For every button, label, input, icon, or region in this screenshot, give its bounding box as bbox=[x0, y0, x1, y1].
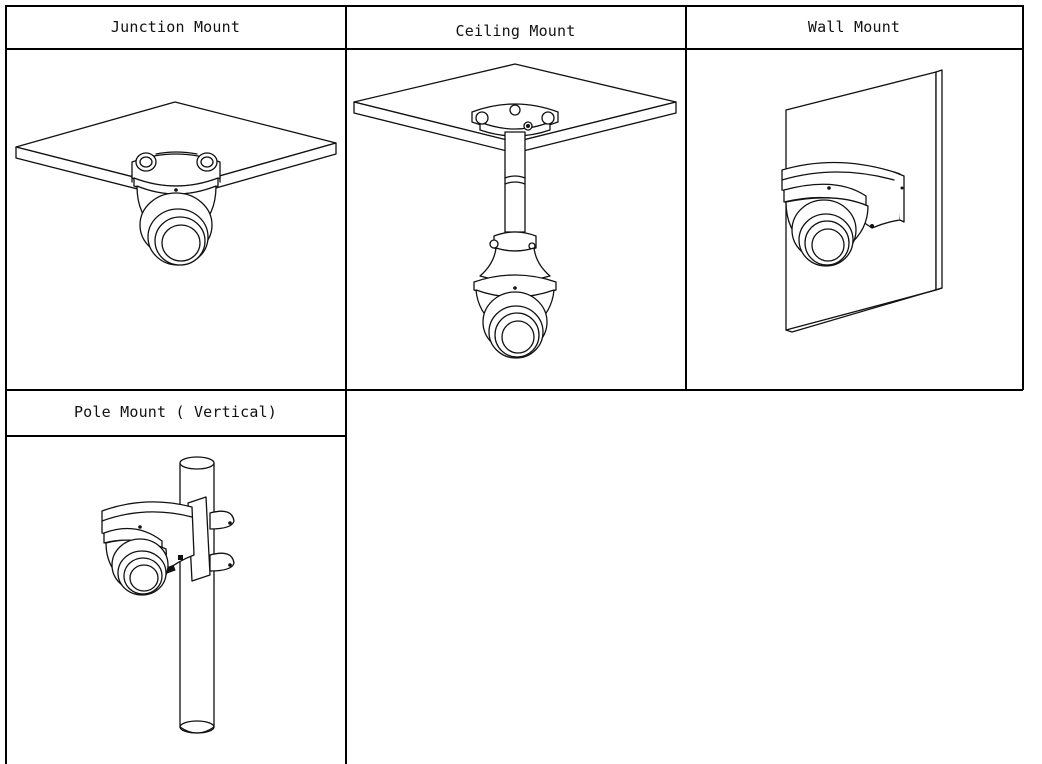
table-border-top bbox=[5, 5, 1023, 7]
table-col-divider-1 bbox=[345, 5, 347, 764]
table-col-divider-2 bbox=[685, 5, 687, 390]
pole-mount-title: Pole Mount ( Vertical) bbox=[73, 403, 278, 421]
ceiling-mount-camera-icon bbox=[346, 50, 685, 388]
ceiling-mount-title: Ceiling Mount bbox=[455, 22, 576, 40]
wall-mount-drawing bbox=[686, 50, 1022, 388]
table-row1-header-divider bbox=[5, 48, 1023, 50]
table-row-divider bbox=[5, 389, 1023, 391]
table-border-right bbox=[1022, 5, 1024, 390]
pole-mount-camera-icon bbox=[6, 437, 345, 764]
table-row2-header-divider bbox=[5, 435, 347, 437]
table-border-left bbox=[5, 5, 7, 764]
ceiling-mount-drawing bbox=[346, 50, 685, 388]
junction-mount-title: Junction Mount bbox=[110, 18, 241, 36]
pole-mount-drawing bbox=[6, 437, 345, 764]
wall-mount-title: Wall Mount bbox=[807, 18, 901, 36]
junction-mount-drawing bbox=[6, 50, 345, 388]
wall-mount-camera-icon bbox=[686, 50, 1022, 388]
junction-mount-camera-icon bbox=[6, 50, 345, 388]
